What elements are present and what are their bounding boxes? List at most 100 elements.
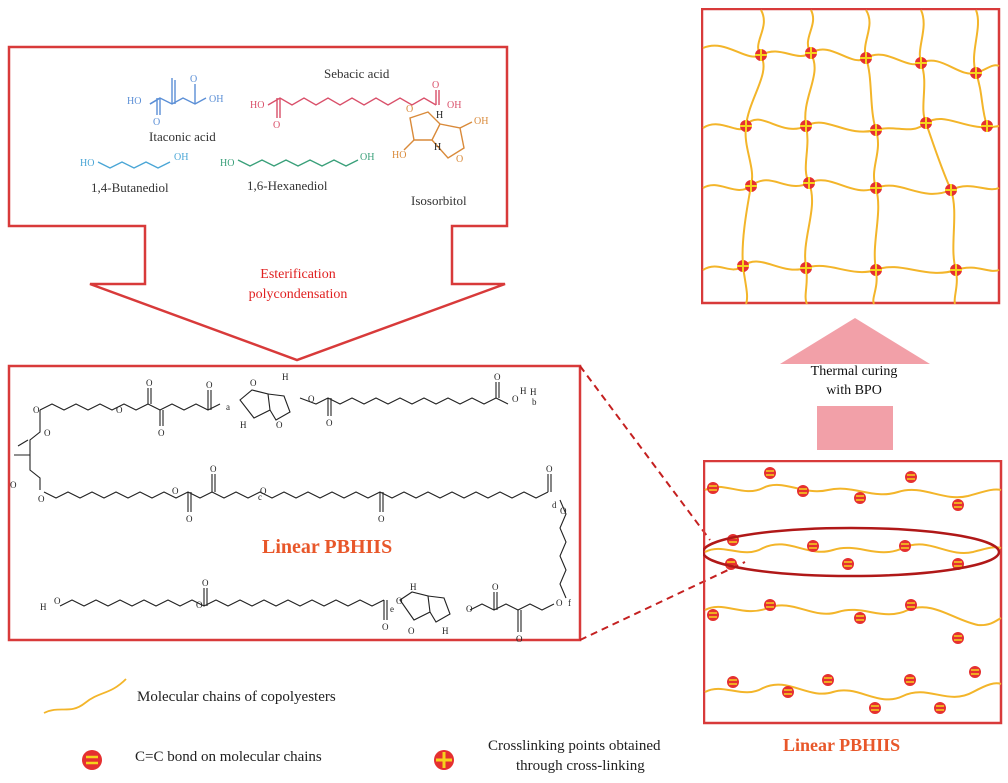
svg-text:H: H bbox=[282, 372, 289, 382]
hexanediol-structure bbox=[237, 159, 359, 167]
crosslink-point bbox=[945, 184, 957, 196]
cc-bond-marker bbox=[727, 676, 739, 688]
polymer-backbone-lines bbox=[14, 382, 567, 632]
cc-bond-marker bbox=[854, 612, 866, 624]
svg-text:O: O bbox=[326, 418, 333, 428]
svg-text:H: H bbox=[520, 386, 527, 396]
thermal-curing-label bbox=[796, 364, 912, 406]
sebacic-oh-label: OH bbox=[447, 100, 461, 111]
cc-bond-marker bbox=[807, 540, 819, 552]
svg-text:O: O bbox=[276, 420, 283, 430]
polycondensation-label: polycondensation bbox=[248, 287, 348, 302]
cc-bond-marker bbox=[952, 499, 964, 511]
cc-bond-marker bbox=[707, 482, 719, 494]
crosslinked-network bbox=[701, 8, 1001, 305]
svg-text:O: O bbox=[560, 506, 567, 516]
svg-text:a: a bbox=[226, 402, 230, 412]
svg-text:O: O bbox=[210, 464, 217, 474]
cc-bond-marker bbox=[904, 674, 916, 686]
svg-text:O: O bbox=[546, 464, 553, 474]
crosslink-point bbox=[950, 264, 962, 276]
svg-text:e: e bbox=[390, 604, 394, 614]
svg-text:O: O bbox=[250, 378, 257, 388]
svg-text:O: O bbox=[10, 480, 17, 490]
crosslink-point bbox=[740, 120, 752, 132]
isosorbitol-o-label-2: O bbox=[456, 154, 463, 165]
svg-text:f: f bbox=[568, 598, 571, 608]
hexanediol-ho-label: HO bbox=[220, 158, 234, 169]
svg-text:O: O bbox=[492, 582, 499, 592]
crosslink-point bbox=[737, 260, 749, 272]
crosslink-point bbox=[805, 47, 817, 59]
cc-bond-markers bbox=[707, 467, 981, 714]
legend-crosslink-label-2: through cross-linking bbox=[516, 758, 645, 774]
cc-bond-marker bbox=[905, 471, 917, 483]
butanediol-ho-label: HO bbox=[80, 158, 94, 169]
polymer-atom-labels: O O O O O O O H H O O O O H O O O O O O … bbox=[10, 372, 567, 644]
svg-text:O: O bbox=[196, 600, 203, 610]
svg-text:O: O bbox=[116, 405, 123, 415]
zoom-connector-top bbox=[579, 365, 711, 541]
crosslink-point bbox=[920, 117, 932, 129]
cc-bond-marker bbox=[707, 609, 719, 621]
legend-cc-bond-label: C=C bond on molecular chains bbox=[135, 749, 322, 765]
cc-bond-marker bbox=[782, 686, 794, 698]
svg-text:O: O bbox=[556, 598, 563, 608]
butanediol-label: 1,4-Butanediol bbox=[91, 180, 169, 195]
svg-text:O: O bbox=[378, 514, 385, 524]
legend-chains-label: Molecular chains of copolyesters bbox=[137, 689, 336, 705]
cc-bond-marker bbox=[869, 702, 881, 714]
crosslink-point bbox=[800, 120, 812, 132]
sebacic-acid-structure bbox=[267, 90, 440, 118]
isosorbitol-o-label-1: O bbox=[406, 104, 413, 115]
svg-text:O: O bbox=[260, 486, 267, 496]
cc-bond-marker bbox=[899, 540, 911, 552]
itaconic-o-label-2: O bbox=[190, 74, 197, 85]
svg-text:H: H bbox=[530, 387, 537, 397]
crosslink-point bbox=[970, 67, 982, 79]
cc-bond-marker bbox=[934, 702, 946, 714]
polymer-subscripts: a b H c d e f bbox=[226, 387, 571, 614]
crosslink-point bbox=[981, 120, 993, 132]
svg-text:O: O bbox=[202, 578, 209, 588]
svg-text:O: O bbox=[38, 494, 45, 504]
isosorbitol-structure bbox=[403, 111, 473, 159]
cc-bond-marker bbox=[764, 467, 776, 479]
crosslink-points bbox=[737, 47, 993, 276]
sebacic-ho-label: HO bbox=[250, 100, 264, 111]
sebacic-acid-label: Sebacic acid bbox=[324, 66, 390, 81]
svg-text:O: O bbox=[512, 394, 519, 404]
svg-text:H: H bbox=[40, 602, 47, 612]
svg-text:O: O bbox=[382, 622, 389, 632]
network-box bbox=[701, 8, 1001, 305]
cc-bond-marker bbox=[952, 632, 964, 644]
svg-text:O: O bbox=[494, 372, 501, 382]
svg-text:b: b bbox=[532, 397, 537, 407]
svg-text:O: O bbox=[396, 596, 403, 606]
svg-text:H: H bbox=[240, 420, 247, 430]
crosslink-point bbox=[870, 124, 882, 136]
cc-bond-marker bbox=[969, 666, 981, 678]
hexanediol-oh-label: OH bbox=[360, 152, 374, 163]
isosorbitol-h-label-1: H bbox=[436, 110, 443, 121]
sebacic-o-label-1: O bbox=[273, 120, 280, 131]
svg-text:O: O bbox=[44, 428, 51, 438]
cc-bond-marker bbox=[905, 599, 917, 611]
polymer-box bbox=[7, 364, 582, 642]
svg-text:O: O bbox=[186, 514, 193, 524]
sebacic-o-label-2: O bbox=[432, 80, 439, 91]
zoom-connector-bottom bbox=[579, 561, 746, 641]
thermal-curing-text: Thermal curing bbox=[810, 364, 898, 379]
linear-chains bbox=[704, 483, 1002, 701]
svg-text:H: H bbox=[442, 626, 449, 636]
legend-cc-bond-icon bbox=[82, 750, 102, 770]
highlight-ellipse bbox=[703, 526, 1001, 578]
crosslink-point bbox=[860, 52, 872, 64]
crosslink-point bbox=[745, 180, 757, 192]
isosorbitol-oh-label: OH bbox=[474, 116, 488, 127]
with-bpo-text: with BPO bbox=[826, 383, 882, 398]
legend-chain-swatch bbox=[43, 678, 127, 714]
butanediol-structure bbox=[97, 161, 171, 169]
